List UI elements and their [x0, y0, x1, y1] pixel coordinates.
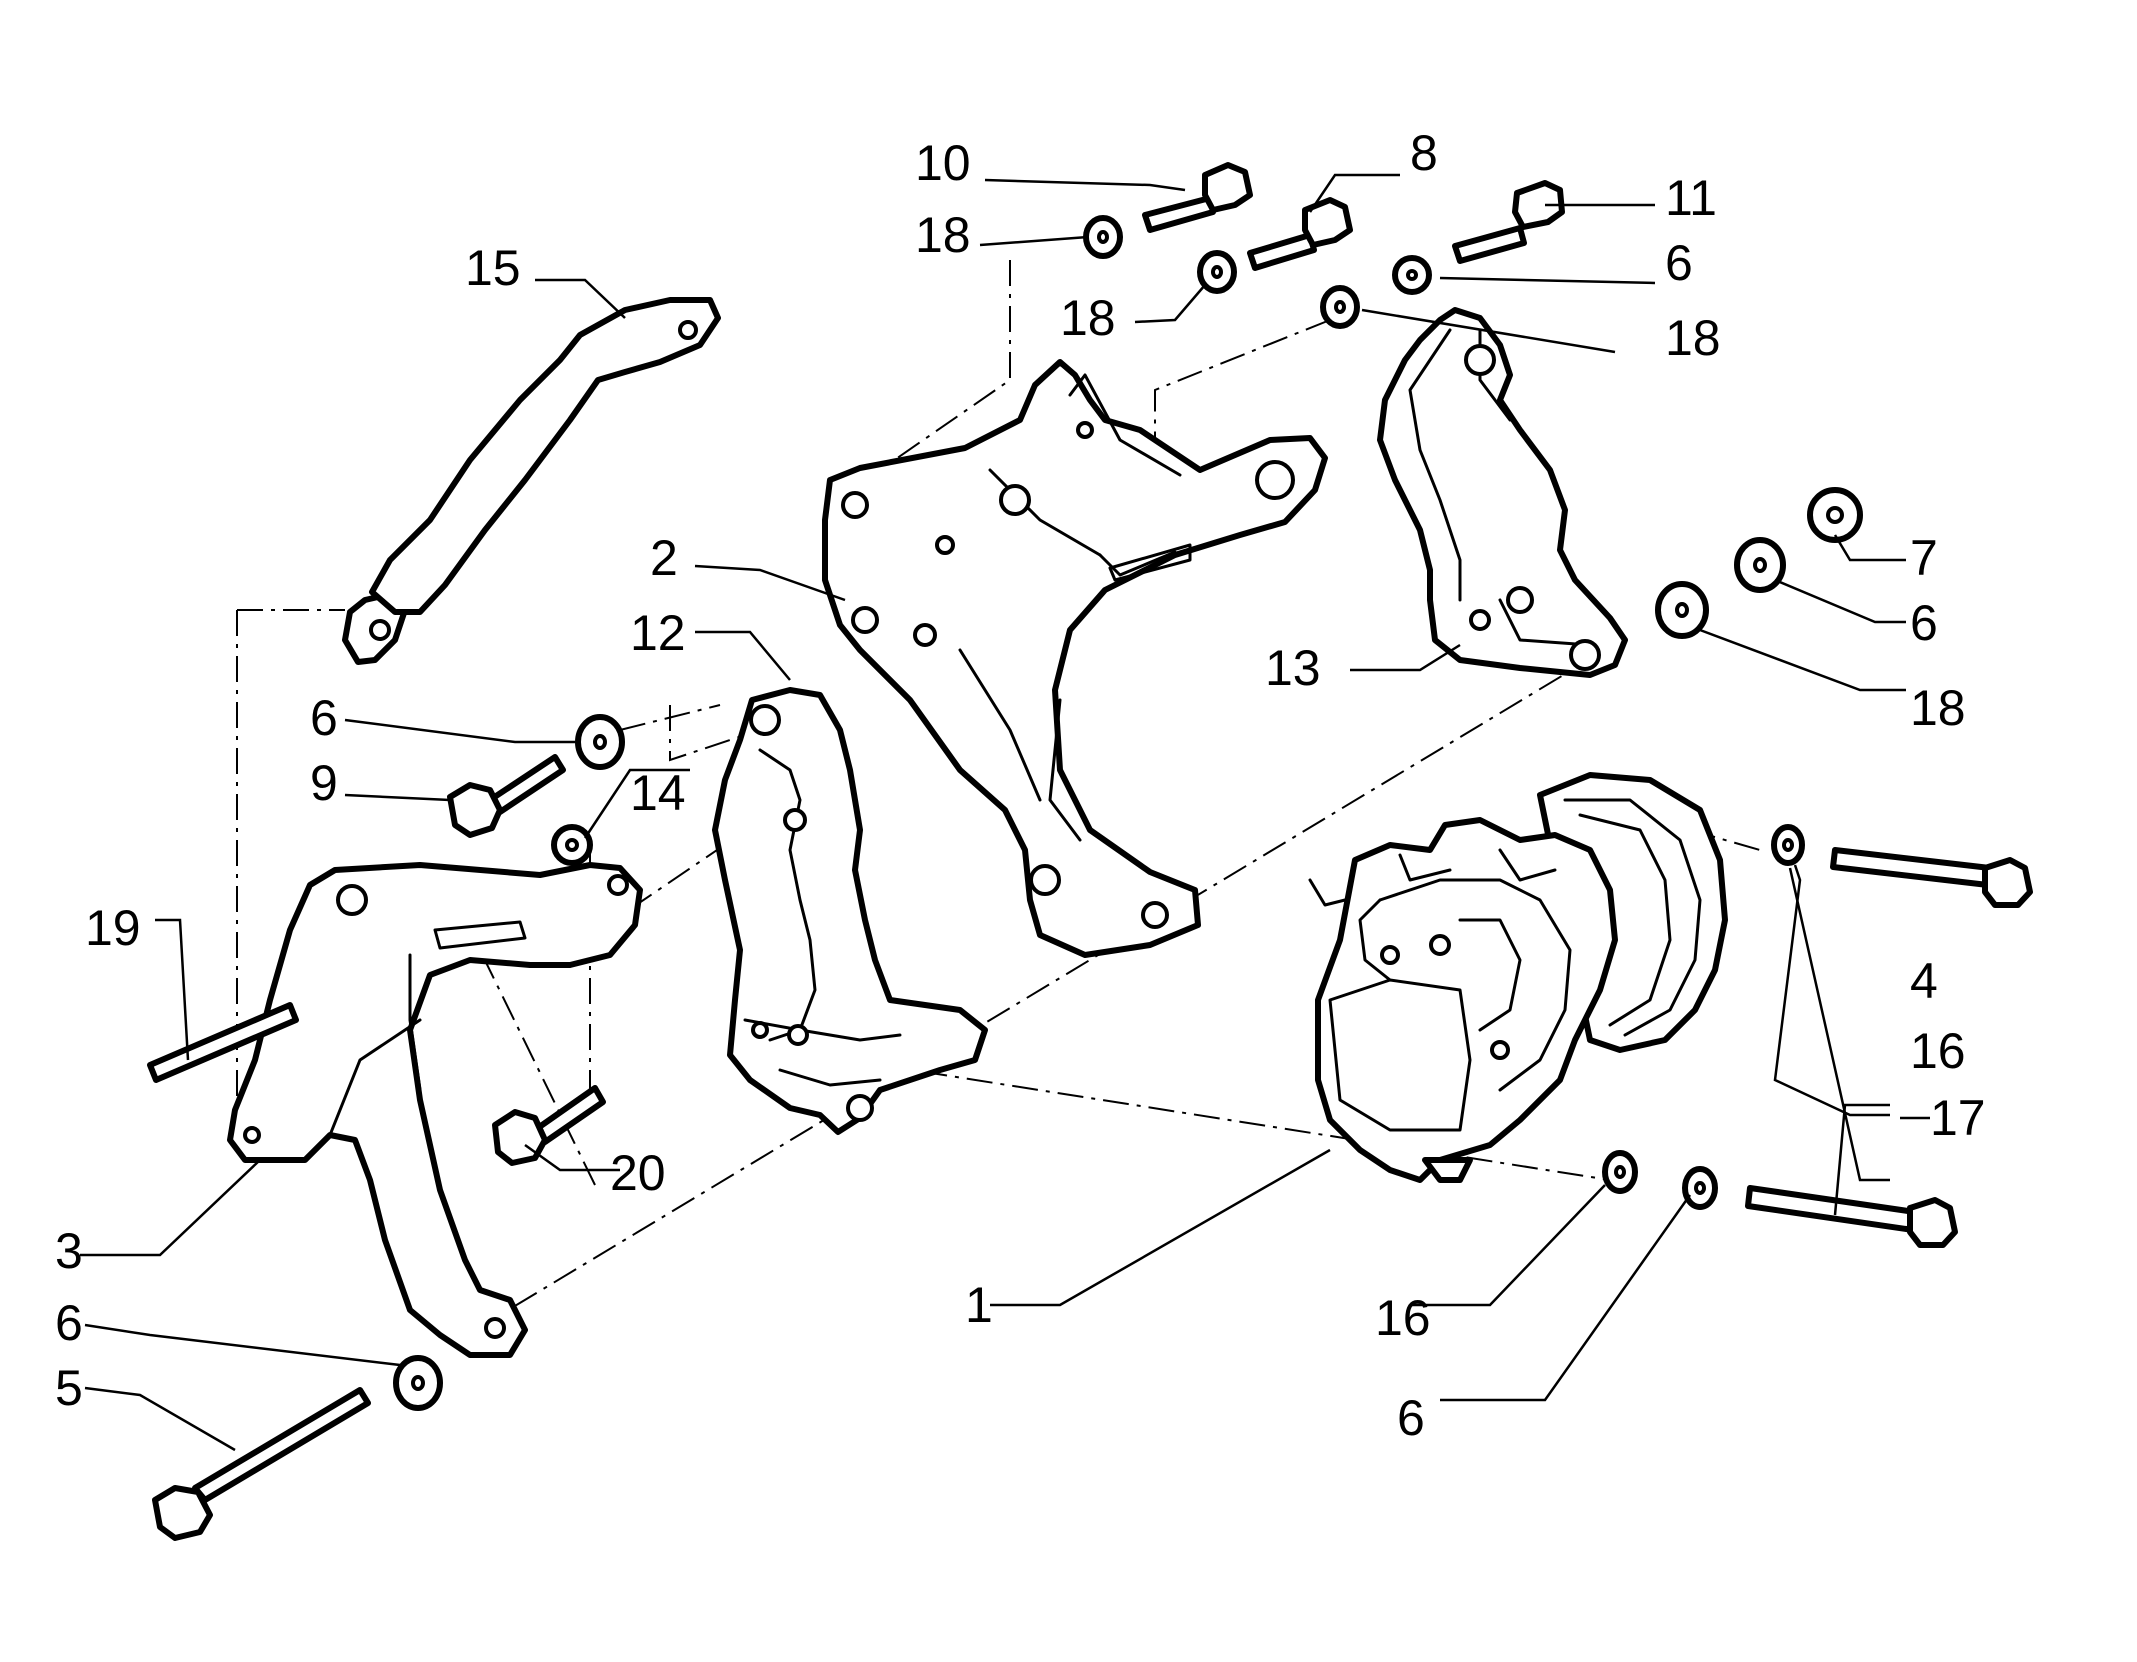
callout-6-top: 6 — [1665, 235, 1693, 291]
callout-18-d: 18 — [1910, 680, 1966, 736]
callout-17: 17 — [1930, 1090, 1986, 1146]
callout-6-bottom-left: 6 — [55, 1295, 83, 1351]
part-8-bolt — [1247, 197, 1353, 271]
callout-6-right: 6 — [1910, 595, 1938, 651]
callout-12: 12 — [630, 605, 686, 661]
callout-13: 13 — [1265, 640, 1321, 696]
callout-16-right: 16 — [1910, 1023, 1966, 1079]
callout-3: 3 — [55, 1223, 83, 1279]
callout-19: 19 — [85, 900, 141, 956]
callout-8: 8 — [1410, 125, 1438, 181]
callout-20: 20 — [610, 1145, 666, 1201]
callout-7: 7 — [1910, 530, 1938, 586]
part-2-main-bracket — [822, 359, 1328, 958]
callout-15: 15 — [465, 240, 521, 296]
callout-16-bottom: 16 — [1375, 1290, 1431, 1346]
callout-2: 2 — [650, 530, 678, 586]
part-3-lower-bracket — [227, 862, 643, 1358]
part-17-bolt — [1745, 1185, 1958, 1248]
part-15-stay-rod — [342, 297, 721, 665]
callout-18-b: 18 — [1060, 290, 1116, 346]
part-1-compressor — [1308, 772, 1728, 1183]
part-19-stud — [147, 1002, 299, 1083]
part-12-intermediate-bracket — [712, 687, 988, 1135]
washers-and-nuts — [393, 215, 1863, 1411]
callout-10: 10 — [915, 135, 971, 191]
callout-6-bottom: 6 — [1397, 1390, 1425, 1446]
part-20-bolt — [492, 1085, 606, 1166]
callout-18-a: 18 — [915, 207, 971, 263]
part-10-bolt — [1142, 162, 1253, 233]
callout-5: 5 — [55, 1360, 83, 1416]
callout-14: 14 — [630, 765, 686, 821]
callout-6-left: 6 — [310, 690, 338, 746]
leader-lines — [80, 173, 1930, 1452]
callout-11: 11 — [1665, 170, 1717, 226]
callout-18-c: 18 — [1665, 310, 1721, 366]
part-11-bolt — [1452, 180, 1565, 264]
callout-labels: 1 2 3 4 5 6 6 6 6 6 7 8 9 10 11 12 13 14… — [55, 125, 1986, 1446]
part-13-rear-bracket — [1377, 307, 1628, 678]
part-4-bolt — [1830, 847, 2033, 908]
part-5-bolt — [152, 1387, 371, 1541]
callout-4: 4 — [1910, 953, 1938, 1009]
part-9-bolt — [447, 754, 566, 838]
callout-9: 9 — [310, 755, 338, 811]
callout-1: 1 — [965, 1277, 993, 1333]
